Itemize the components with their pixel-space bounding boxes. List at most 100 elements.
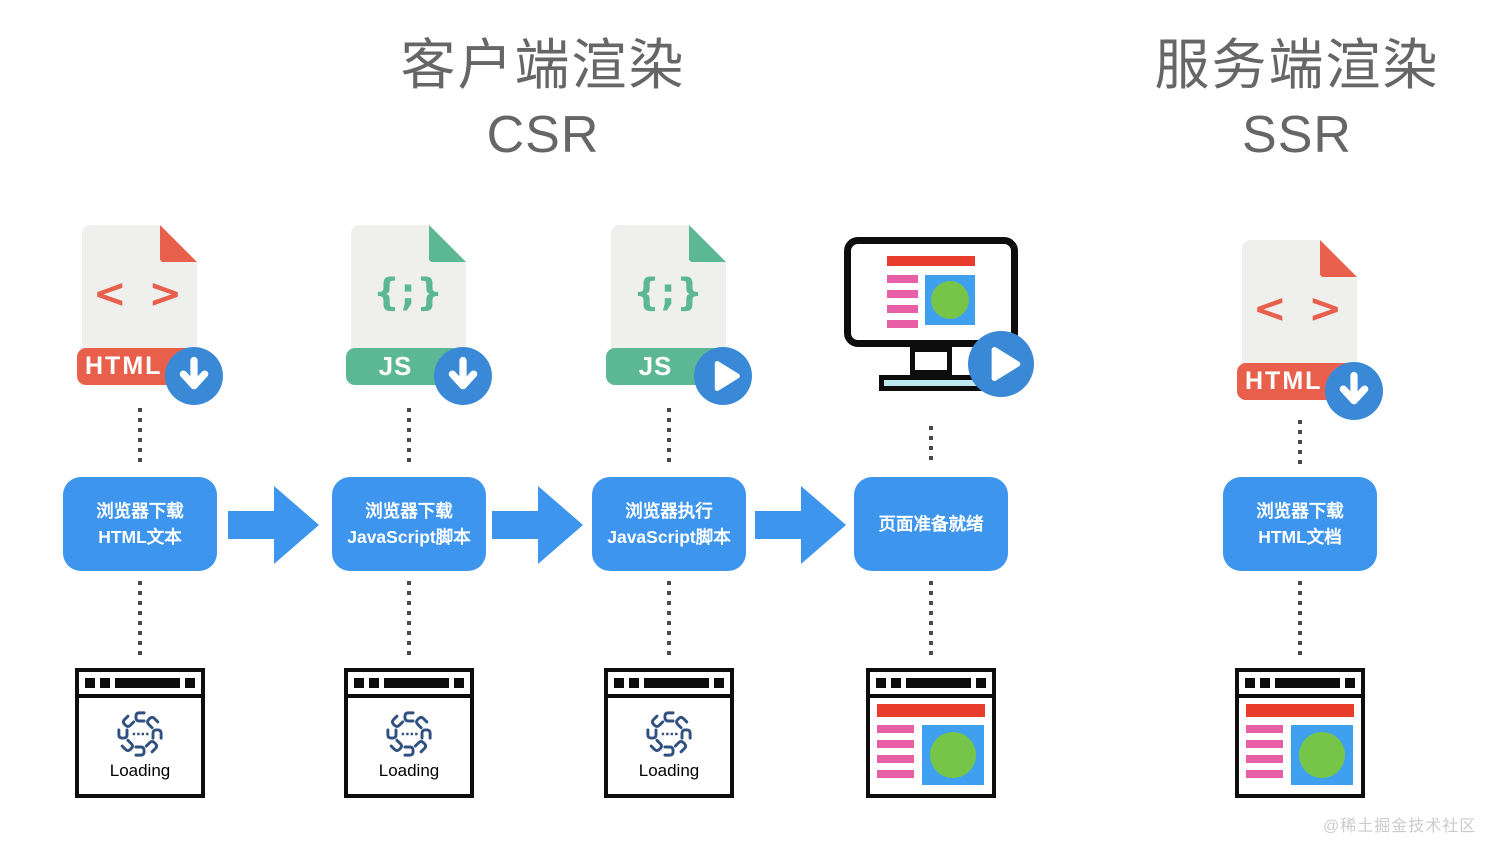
titlebar-bar [644,678,709,688]
download-badge-icon [434,347,492,405]
page-media-block [925,275,975,325]
monitor-icon [844,237,1034,397]
browser-content: Loading [608,698,730,790]
titlebar-square [1345,678,1355,688]
titlebar-square [369,678,379,688]
loading-spinner-icon [114,708,166,760]
ssr-title: 服务端渲染 SSR [1057,32,1512,166]
file-corner-fold [160,225,197,262]
step-line: 浏览器执行 [625,501,713,521]
step-line: 浏览器下载 [96,501,184,521]
browser-titlebar [870,672,992,698]
step-line: JavaScript脚本 [347,527,471,547]
step-box-download-html: 浏览器下载 HTML文本 [63,477,217,571]
loading-spinner-icon [383,708,435,760]
page-text-lines [877,725,914,785]
page-banner [1246,704,1354,717]
loading-spinner-icon [643,708,695,760]
browser-window-rendered [1235,668,1365,798]
column-download-html: < > HTML 浏览器下载 HTML文本 Loading [50,0,230,858]
file-corner-fold [429,225,466,262]
monitor-page-content [887,256,975,335]
page-media-block [922,725,984,785]
titlebar-bar [115,678,180,688]
column-download-js: {;} JS 浏览器下载 JavaScript脚本 Loading [319,0,499,858]
step-line: HTML文档 [1258,527,1342,547]
loading-label: Loading [638,760,700,780]
dotted-connector [407,581,411,657]
dotted-connector [667,408,671,464]
titlebar-square [454,678,464,688]
browser-titlebar [1239,672,1361,698]
dotted-connector [407,408,411,464]
page-banner [887,256,975,266]
download-badge-icon [165,347,223,405]
step-box-download-js: 浏览器下载 JavaScript脚本 [332,477,486,571]
browser-window-loading: Loading [344,668,474,798]
titlebar-square [185,678,195,688]
rendered-page-content [870,698,992,785]
step-line: 浏览器下载 [365,501,453,521]
titlebar-square [1260,678,1270,688]
titlebar-square [614,678,624,688]
file-corner-fold [689,225,726,262]
rendered-page-content [1239,698,1361,785]
dotted-connector [929,581,933,657]
js-file-icon: {;} JS [606,225,752,405]
column-ssr-download-html: < > HTML 浏览器下载 HTML文档 [1210,0,1390,858]
page-text-lines [1246,725,1283,785]
browser-window-rendered [866,668,996,798]
browser-window-loading: Loading [75,668,205,798]
titlebar-square [876,678,886,688]
titlebar-square [354,678,364,688]
page-media-circle [1299,732,1345,778]
page-banner [877,704,985,717]
html-file-icon: < > HTML [1237,240,1383,420]
flow-arrow-icon [492,481,584,569]
ssr-title-name: 服务端渲染 [1154,34,1440,96]
dotted-connector [667,581,671,657]
csr-title: 客户端渲染 CSR [303,32,783,166]
code-braces-icon: {;} [373,271,444,314]
download-badge-icon [1325,362,1383,420]
titlebar-square [891,678,901,688]
page-media-circle [931,281,969,319]
page-media-block [1291,725,1353,785]
csr-title-name: 客户端渲染 [400,34,686,96]
file-corner-fold [1320,240,1357,277]
page-media-circle [930,732,976,778]
flow-arrow-icon [755,481,847,569]
step-line: 浏览器下载 [1256,501,1344,521]
titlebar-square [714,678,724,688]
browser-titlebar [79,672,201,698]
titlebar-square [100,678,110,688]
dotted-connector [138,408,142,464]
titlebar-bar [384,678,449,688]
page-text-lines [887,275,918,335]
monitor-stand [910,347,952,375]
titlebar-square [976,678,986,688]
csr-title-abbr: CSR [486,106,600,164]
html-file-icon: < > HTML [77,225,223,405]
browser-content: Loading [348,698,470,790]
dotted-connector [1298,420,1302,466]
monitor-screen [844,237,1018,347]
js-file-icon: {;} JS [346,225,492,405]
titlebar-square [629,678,639,688]
browser-window-loading: Loading [604,668,734,798]
dotted-connector [1298,581,1302,657]
loading-label: Loading [109,760,171,780]
step-line: 页面准备就绪 [878,514,984,534]
browser-content: Loading [79,698,201,790]
dotted-connector [929,426,933,466]
browser-titlebar [608,672,730,698]
code-braces-icon: {;} [633,271,704,314]
titlebar-bar [906,678,971,688]
code-brackets-icon: < > [93,271,186,317]
step-line: HTML文本 [98,527,182,547]
play-badge-icon [968,331,1034,397]
titlebar-bar [1275,678,1340,688]
code-brackets-icon: < > [1253,286,1346,332]
titlebar-square [85,678,95,688]
